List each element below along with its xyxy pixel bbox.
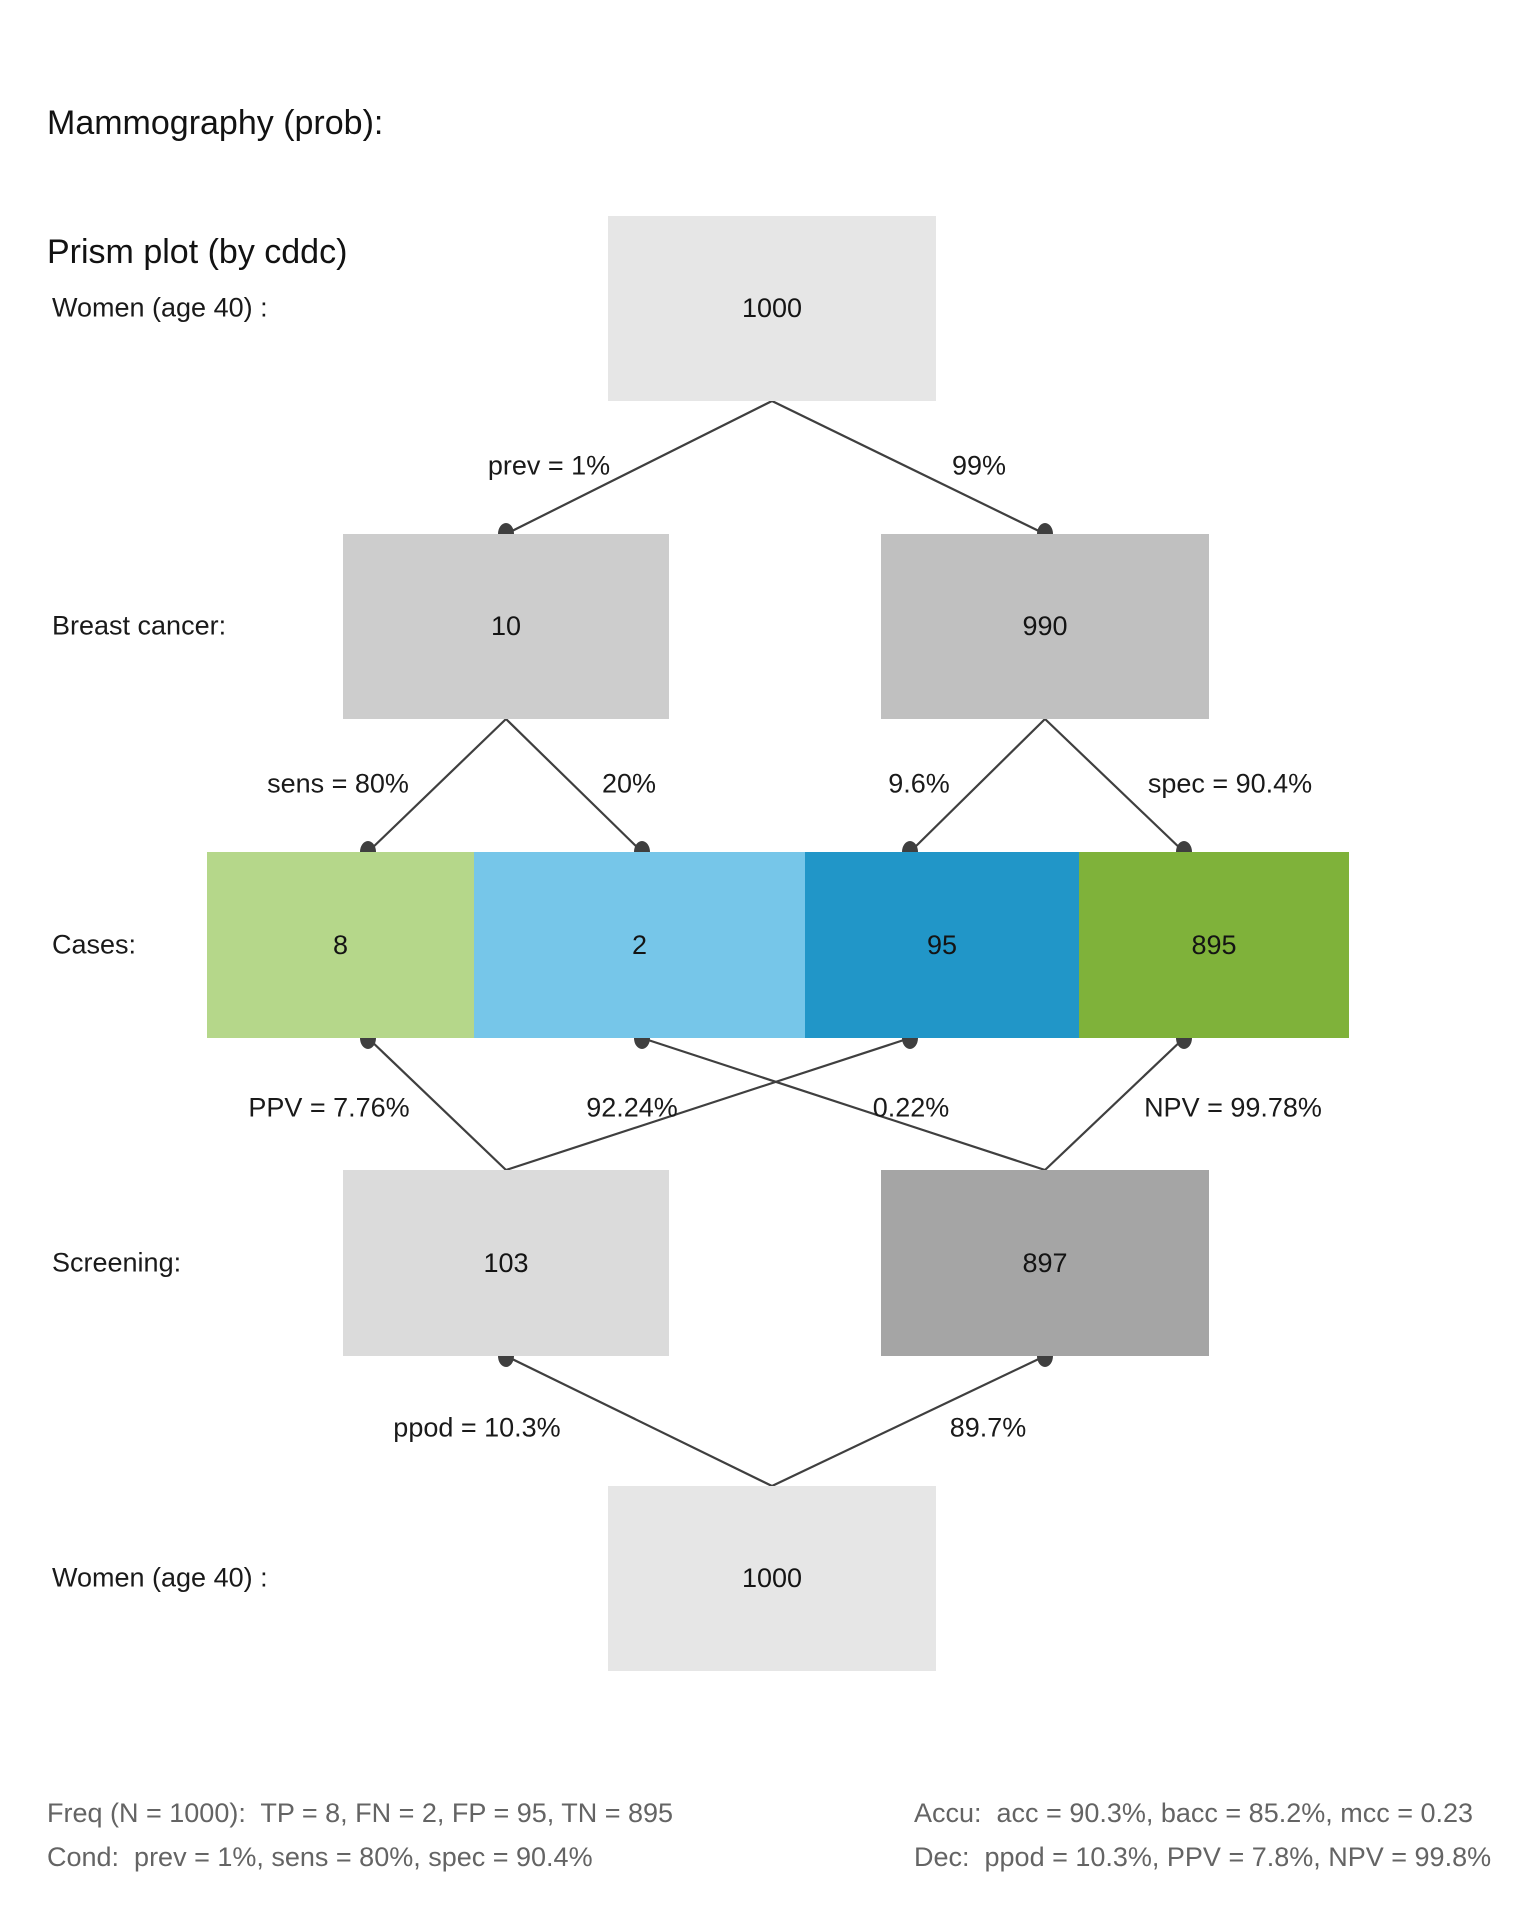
node-screen-positive-value: 103 — [483, 1247, 529, 1278]
label-fdr: 92.24% — [586, 1092, 678, 1123]
edge-sens — [367, 718, 507, 853]
label-ppv: PPV = 7.76% — [248, 1092, 410, 1123]
node-screen-negative-value: 897 — [1022, 1247, 1068, 1278]
segment-true-positive: 8 — [207, 852, 474, 1038]
segment-false-negative: 2 — [474, 852, 805, 1038]
node-cancer-no-value: 990 — [1022, 611, 1068, 641]
footer-cond: Cond: prev = 1%, sens = 80%, spec = 90.4… — [47, 1842, 593, 1872]
plot-title: Mammography (prob): Prism plot (by cddc) — [47, 16, 383, 360]
edge-fdr — [505, 1036, 911, 1172]
row-label-population-bottom: Women (age 40) : — [52, 1562, 268, 1593]
node-population-top-value: 1000 — [741, 293, 803, 323]
edge-ppv — [367, 1037, 507, 1171]
segment-true-negative-value: 895 — [1191, 929, 1237, 960]
label-miss-rate: 20% — [601, 768, 657, 799]
label-fallout: 9.6% — [888, 768, 950, 799]
node-cancer-no: 990 — [881, 534, 1209, 719]
node-population-bottom-value: 1000 — [741, 1563, 803, 1593]
edge-prev — [505, 400, 773, 535]
segment-false-positive: 95 — [805, 852, 1079, 1038]
footer-dec: Dec: ppod = 10.3%, PPV = 7.8%, NPV = 99.… — [914, 1842, 1492, 1872]
edge-pnod — [771, 1355, 1046, 1487]
node-population-bottom: 1000 — [608, 1486, 936, 1671]
edge-for — [641, 1036, 1046, 1172]
segment-false-positive-value: 95 — [926, 929, 958, 960]
plot-title-line1: Mammography (prob): — [47, 104, 384, 142]
edge-spec — [1044, 718, 1185, 853]
segment-true-positive-value: 8 — [332, 929, 349, 960]
row-label-screening: Screening: — [52, 1247, 182, 1278]
edge-ppod — [505, 1355, 773, 1487]
label-pnod: 89.7% — [949, 1412, 1027, 1443]
edge-npv — [1044, 1037, 1185, 1171]
node-population-top: 1000 — [608, 216, 936, 401]
node-cancer-yes-value: 10 — [490, 611, 522, 641]
row-label-breast-cancer: Breast cancer: — [52, 610, 227, 641]
edge-fallout — [909, 718, 1046, 853]
label-spec: spec = 90.4% — [1147, 768, 1313, 799]
row-label-population-top: Women (age 40) : — [52, 292, 268, 323]
edge-miss-rate — [505, 718, 643, 853]
node-screen-positive: 103 — [343, 1170, 669, 1356]
segment-true-negative: 895 — [1079, 852, 1349, 1038]
node-screen-negative: 897 — [881, 1170, 1209, 1356]
edge-prev-comp — [771, 400, 1046, 535]
label-ppod: ppod = 10.3% — [393, 1412, 561, 1443]
footer-accu: Accu: acc = 90.3%, bacc = 85.2%, mcc = 0… — [914, 1798, 1474, 1828]
footer-freq: Freq (N = 1000): TP = 8, FN = 2, FP = 95… — [47, 1798, 674, 1828]
label-prev-comp: 99% — [951, 450, 1007, 481]
plot-title-line2: Prism plot (by cddc) — [47, 233, 348, 271]
label-prev: prev = 1% — [487, 450, 611, 481]
label-npv: NPV = 99.78% — [1144, 1092, 1322, 1123]
node-cancer-yes: 10 — [343, 534, 669, 719]
row-label-cases: Cases: — [52, 929, 137, 960]
label-sens: sens = 80% — [267, 768, 409, 799]
segment-false-negative-value: 2 — [631, 929, 648, 960]
label-for: 0.22% — [872, 1092, 950, 1123]
